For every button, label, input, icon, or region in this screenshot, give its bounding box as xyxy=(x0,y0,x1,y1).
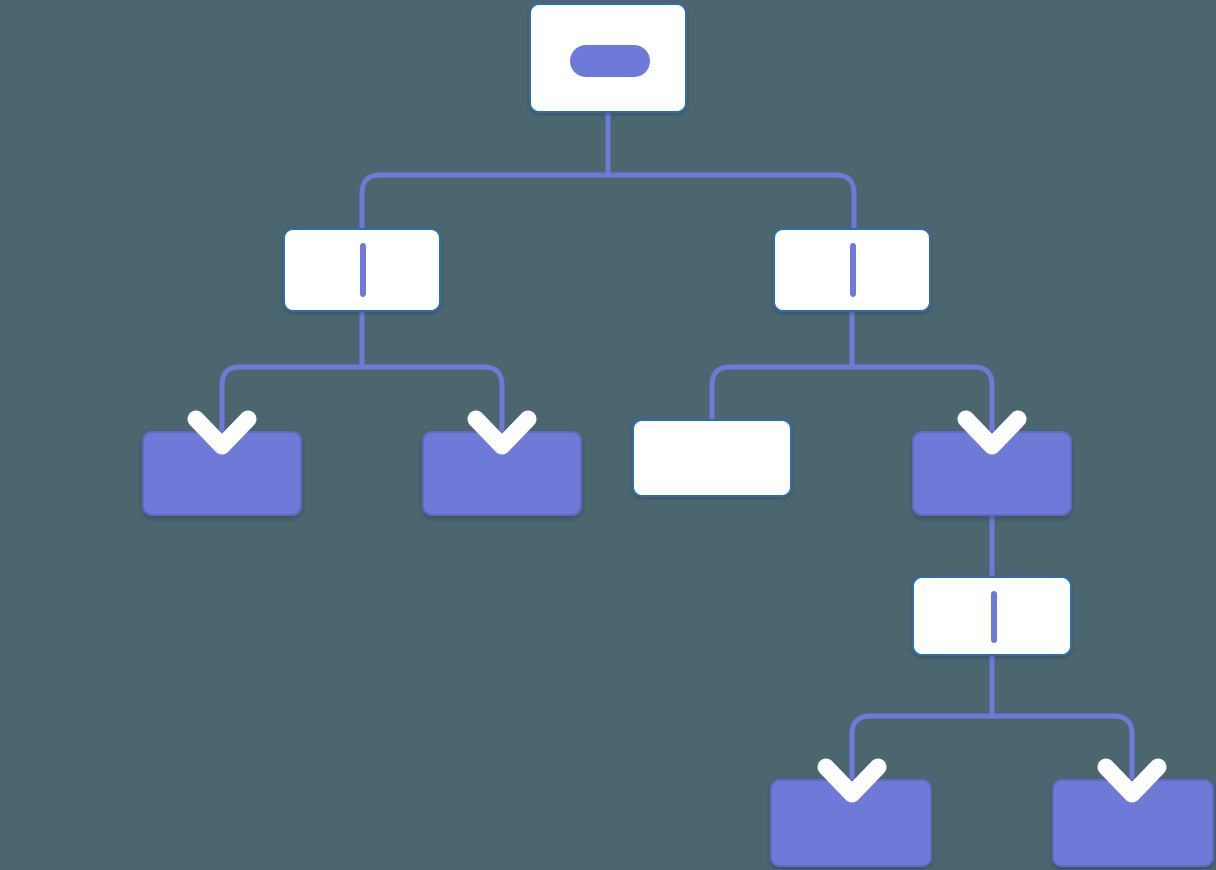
leaf-node-5[interactable] xyxy=(1052,779,1214,867)
branch-node-right[interactable] xyxy=(773,228,931,312)
detail-node-label-redaction xyxy=(991,591,997,643)
root-node-label-redaction xyxy=(570,45,650,77)
leaf-node-2[interactable] xyxy=(422,431,582,516)
branch-node-right-label-redaction xyxy=(850,243,856,297)
leaf-node-4[interactable] xyxy=(770,779,932,867)
branch-node-left-label-redaction xyxy=(360,243,366,297)
leaf-node-3[interactable] xyxy=(632,419,792,497)
branch-node-left[interactable] xyxy=(283,228,441,312)
branch-node-sub[interactable] xyxy=(912,431,1072,516)
root-node[interactable] xyxy=(529,3,687,113)
leaf-node-1[interactable] xyxy=(142,431,302,516)
detail-node[interactable] xyxy=(912,576,1072,656)
